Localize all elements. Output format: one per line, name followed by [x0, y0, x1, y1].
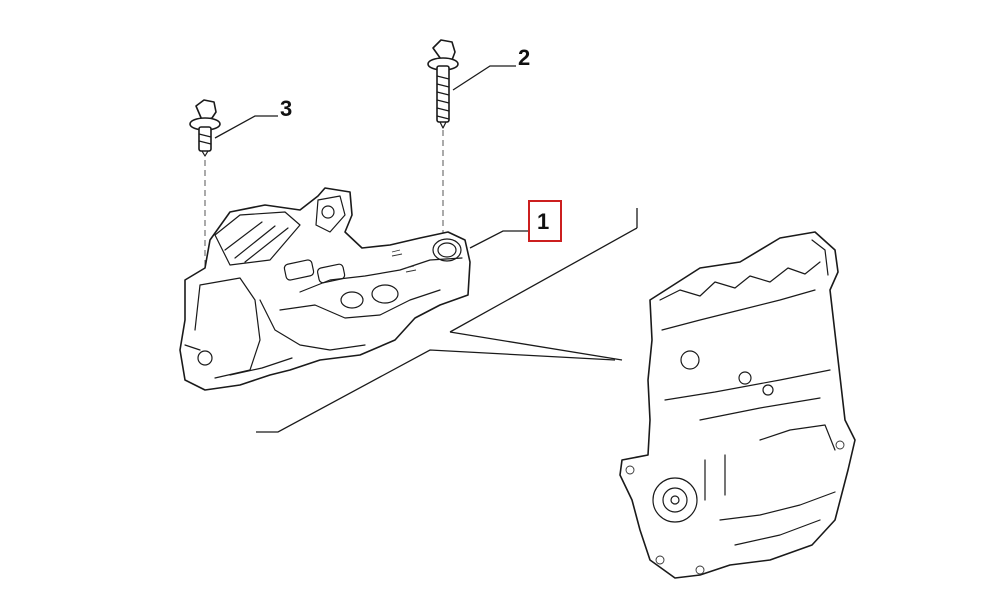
- short-bolt-icon[interactable]: [189, 99, 221, 157]
- reference-lines: [256, 208, 638, 433]
- callout-1[interactable]: 1: [537, 209, 549, 234]
- callout-2[interactable]: 2: [518, 45, 530, 70]
- bolt-axis-lines: [204, 130, 444, 270]
- engine-block-icon: [619, 231, 856, 579]
- callout-leaders: [214, 65, 528, 249]
- callout-1-highlight-box: [528, 200, 562, 242]
- callout-3[interactable]: 3: [280, 96, 292, 121]
- engine-mount-icon[interactable]: [179, 187, 471, 391]
- long-bolt-icon[interactable]: [427, 39, 459, 129]
